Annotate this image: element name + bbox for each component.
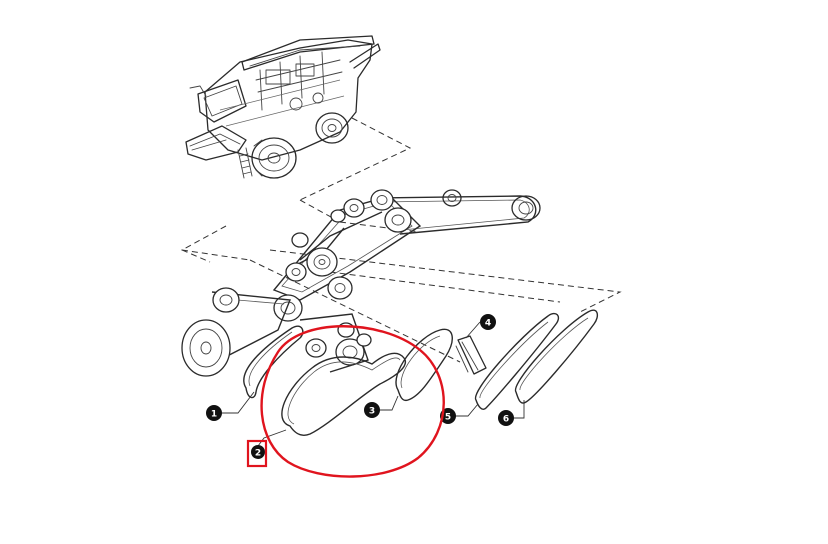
locator-dashed-lines (180, 117, 622, 363)
callout-5: 5 (440, 403, 479, 424)
belt-6 (514, 309, 599, 404)
callout-1: 1 (206, 391, 255, 421)
callout-6-label: 6 (503, 415, 509, 425)
callout-3-label: 3 (369, 407, 375, 417)
callout-2-label: 2 (255, 449, 261, 459)
red-highlight-ellipse (260, 325, 445, 478)
callout-1-label: 1 (211, 410, 217, 420)
callout-4: 4 (465, 314, 496, 339)
belt-2-loop (395, 328, 453, 402)
combine-harvester-illustration (185, 35, 381, 179)
belt-1 (243, 325, 304, 399)
callout-4-label: 4 (485, 319, 491, 329)
belt-5 (474, 312, 560, 410)
callout-2: 2 (251, 429, 287, 459)
belt-drive-assembly (181, 189, 541, 377)
callout-5-label: 5 (445, 413, 451, 423)
callout-3: 3 (364, 395, 399, 418)
belt-3 (281, 352, 407, 436)
belt-4-pulley-part (455, 335, 487, 375)
callout-6: 6 (498, 400, 525, 426)
red-highlight-box (246, 439, 268, 468)
